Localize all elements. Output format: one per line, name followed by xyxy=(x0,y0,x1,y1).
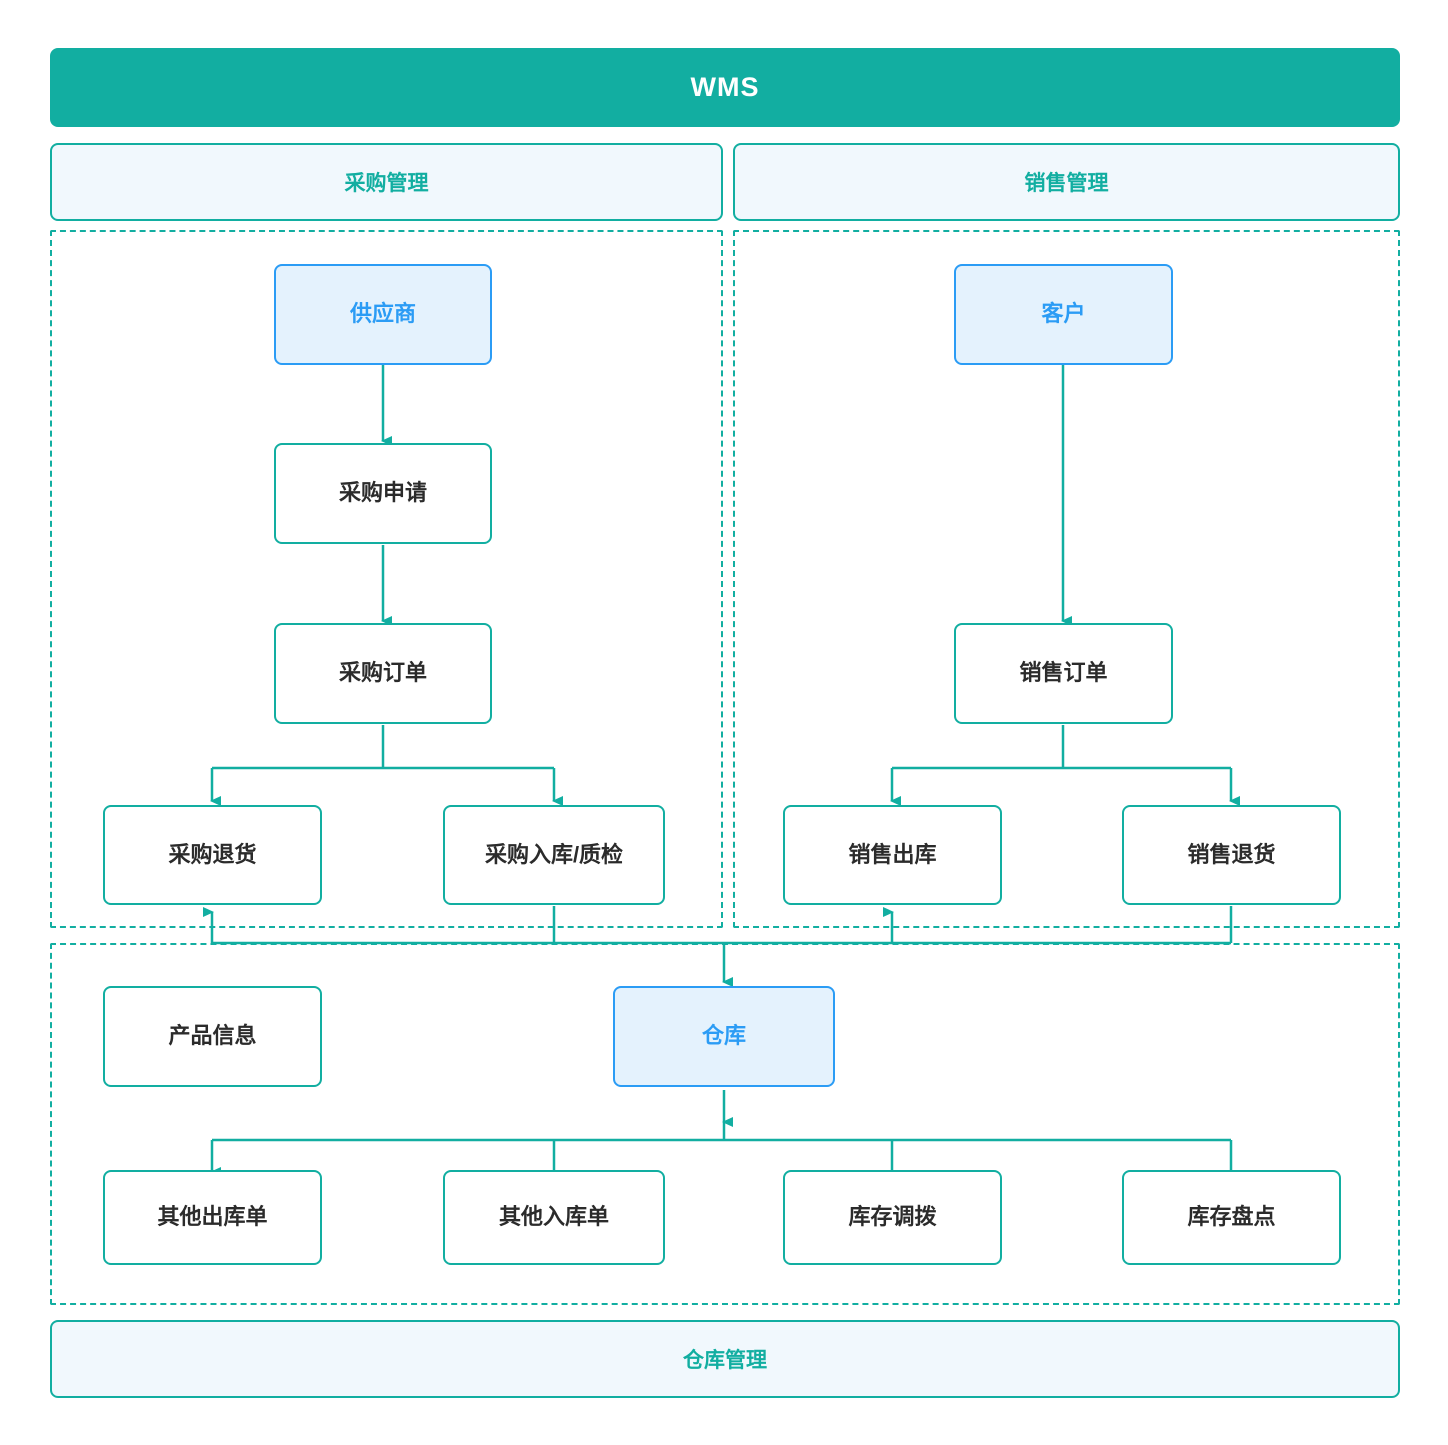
section-header-sales: 销售管理 xyxy=(733,143,1400,221)
node-stock-transfer[interactable]: 库存调拨 xyxy=(783,1170,1002,1265)
group-sales xyxy=(733,230,1400,928)
node-supplier[interactable]: 供应商 xyxy=(274,264,492,365)
node-sales-return[interactable]: 销售退货 xyxy=(1122,805,1341,905)
node-stock-count[interactable]: 库存盘点 xyxy=(1122,1170,1341,1265)
node-purchase-return[interactable]: 采购退货 xyxy=(103,805,322,905)
node-sales-outbound[interactable]: 销售出库 xyxy=(783,805,1002,905)
node-sales-order[interactable]: 销售订单 xyxy=(954,623,1173,724)
node-other-inbound[interactable]: 其他入库单 xyxy=(443,1170,665,1265)
section-header-purchase: 采购管理 xyxy=(50,143,723,221)
node-purchase-inbound-qc[interactable]: 采购入库/质检 xyxy=(443,805,665,905)
node-purchase-order[interactable]: 采购订单 xyxy=(274,623,492,724)
group-purchase xyxy=(50,230,723,928)
node-product-info[interactable]: 产品信息 xyxy=(103,986,322,1087)
node-purchase-request[interactable]: 采购申请 xyxy=(274,443,492,544)
node-other-outbound[interactable]: 其他出库单 xyxy=(103,1170,322,1265)
diagram-title-banner: WMS xyxy=(50,48,1400,127)
section-header-warehouse: 仓库管理 xyxy=(50,1320,1400,1398)
node-customer[interactable]: 客户 xyxy=(954,264,1173,365)
group-warehouse xyxy=(50,943,1400,1305)
node-warehouse[interactable]: 仓库 xyxy=(613,986,835,1087)
